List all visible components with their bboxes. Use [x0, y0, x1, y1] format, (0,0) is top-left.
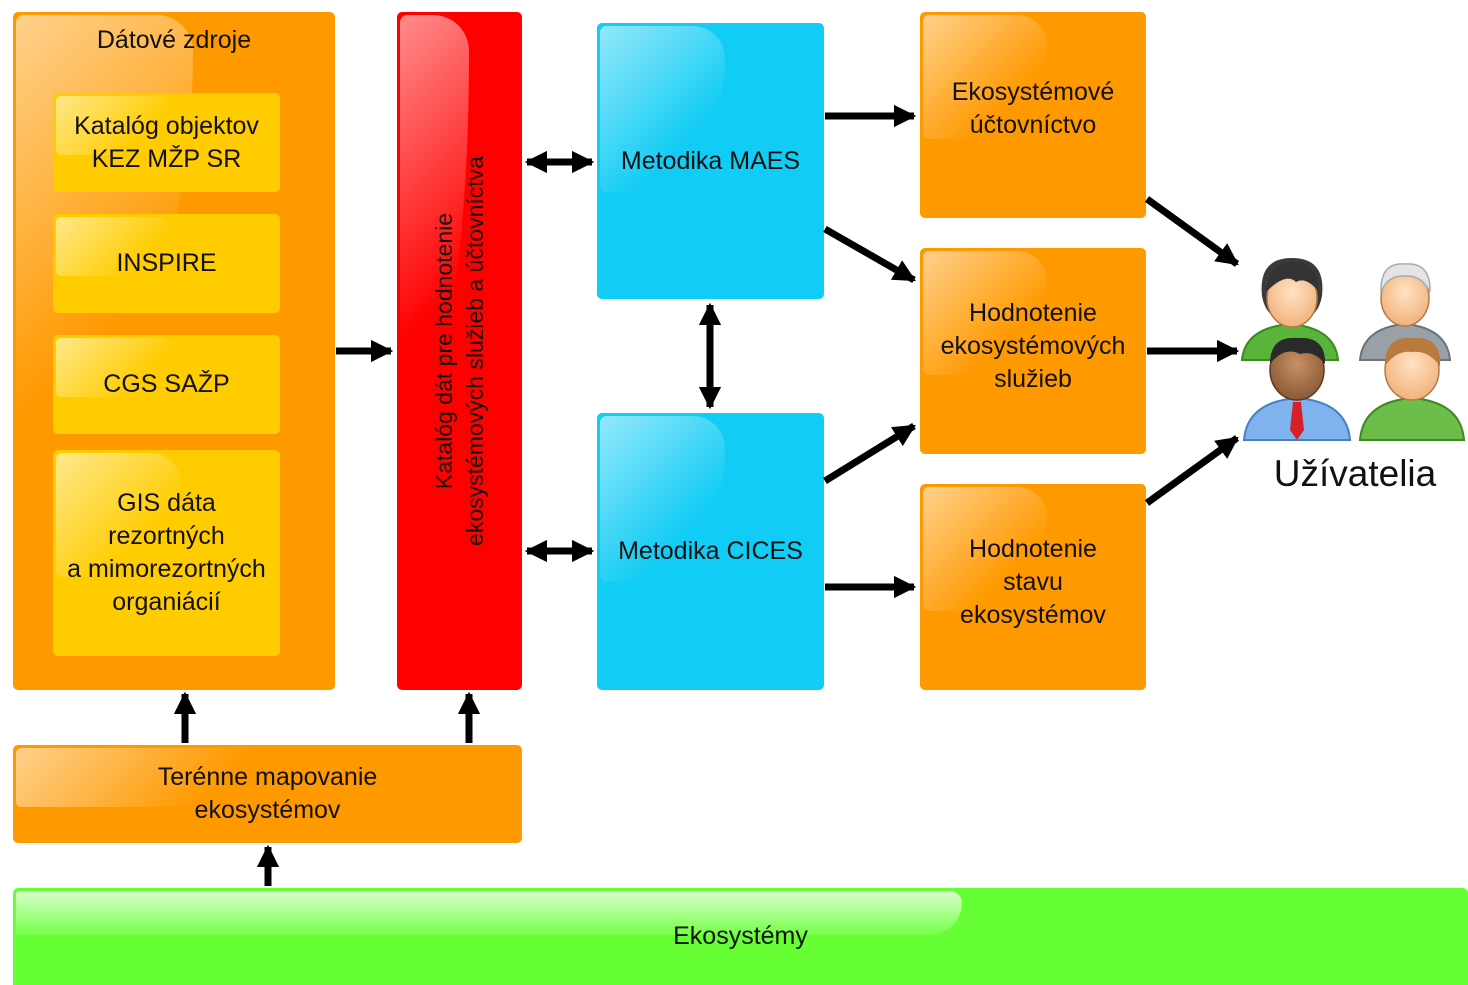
source-inspire-label: INSPIRE	[116, 249, 217, 277]
source-gis-data-label: GIS dáta rezortných a mimorezortných org…	[67, 489, 266, 616]
user-man-tie-icon	[1242, 337, 1352, 441]
source-cgs-sazp-label: CGS SAŽP	[103, 370, 230, 398]
field-mapping-label: Terénne mapovanie ekosystémov	[157, 763, 378, 824]
output-accounting: Ekosystémové účtovníctvo	[920, 12, 1146, 218]
arrow-accounting-users	[1144, 196, 1240, 267]
method-cices-label: Metodika CICES	[618, 537, 803, 565]
output-state-label: Hodnotenie stavu ekosystémov	[960, 534, 1106, 629]
data-sources-title: Dátové zdroje	[96, 26, 252, 54]
users-group-icon	[1240, 258, 1466, 441]
output-state: Hodnotenie stavu ekosystémov	[920, 484, 1146, 690]
arrow-maes-services	[823, 225, 916, 284]
output-services: Hodnotenie ekosystémových služieb	[920, 248, 1146, 454]
catalog-box: Katalóg dát pre hodnotenie ekosystémovýc…	[397, 12, 522, 690]
user-man-green-icon	[1358, 337, 1466, 441]
method-maes-label: Metodika MAES	[620, 146, 801, 175]
arrow-cices-services	[823, 423, 916, 484]
source-inspire: INSPIRE	[53, 214, 280, 313]
output-accounting-label: Ekosystémové účtovníctvo	[951, 78, 1115, 139]
catalog-label: Katalóg dát pre hodnotenie ekosystémovýc…	[430, 156, 488, 546]
output-services-label: Hodnotenie ekosystémových služieb	[940, 298, 1126, 393]
source-katalog-objektov: Katalóg objektov KEZ MŽP SR	[53, 93, 280, 192]
method-maes: Metodika MAES	[597, 23, 824, 299]
users-label: Užívatelia	[1273, 453, 1437, 494]
method-cices: Metodika CICES	[597, 413, 824, 690]
source-gis-data: GIS dáta rezortných a mimorezortných org…	[53, 450, 280, 656]
field-mapping-box: Terénne mapovanie ekosystémov	[13, 745, 522, 843]
ecosystems-label: Ekosystémy	[673, 922, 808, 950]
source-cgs-sazp: CGS SAŽP	[53, 335, 280, 434]
ecosystems-bar: Ekosystémy	[13, 888, 1468, 985]
source-katalog-objektov-label: Katalóg objektov KEZ MŽP SR	[74, 111, 259, 173]
arrow-state-users	[1144, 435, 1240, 506]
